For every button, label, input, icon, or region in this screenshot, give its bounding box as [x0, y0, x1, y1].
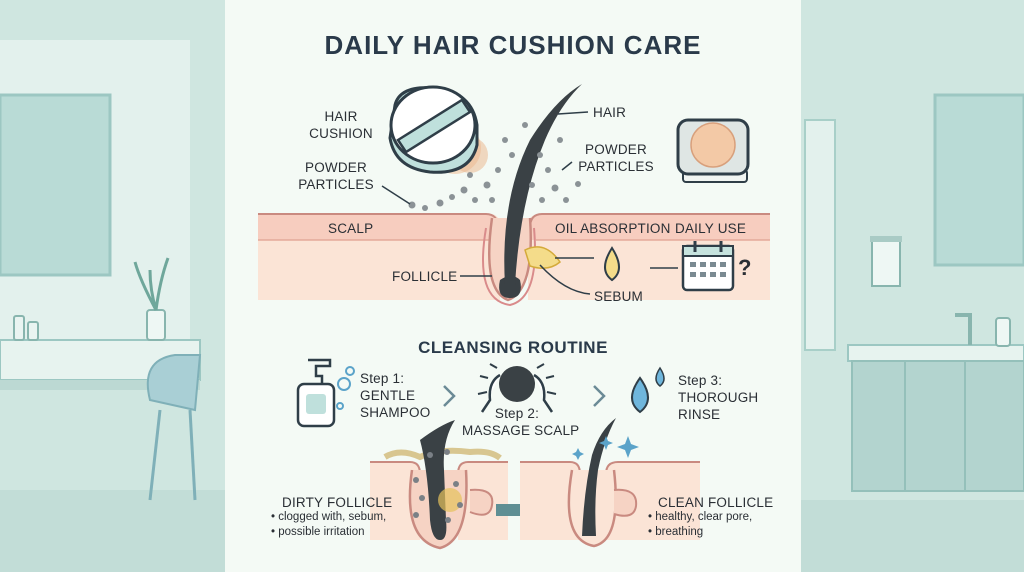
powder-particles-right-label: POWDER PARTICLES [578, 142, 654, 174]
sparkle-icon [572, 436, 639, 460]
question-mark: ? [738, 255, 752, 280]
clean-follicle-diagram [520, 418, 700, 548]
powder-particles [408, 122, 581, 211]
clean-follicle-bullet: • healthy, clear pore, [648, 511, 753, 523]
background-room-right [800, 0, 1024, 572]
calendar-icon [681, 241, 735, 292]
chevron-right-icon [443, 385, 456, 407]
clean-follicle-title: CLEAN FOLLICLE [658, 495, 774, 510]
step-3-label: Step 3: THOROUGH RINSE [678, 373, 759, 422]
hair-cushion-label: HAIR CUSHION [309, 109, 373, 141]
routine-title: CLEANSING ROUTINE [418, 338, 608, 357]
step-2-label: Step 2: MASSAGE SCALP [462, 406, 580, 438]
scalp-label: SCALP [328, 221, 374, 236]
water-drop-icon [631, 366, 665, 414]
cushion-puff-icon [388, 85, 488, 174]
background-room-left [0, 0, 225, 572]
powder-particles-left-label: POWDER PARTICLES [298, 160, 374, 192]
hair-strand [504, 84, 582, 285]
water-drop-icon [604, 246, 620, 282]
dirty-follicle-bullet: • possible irritation [271, 526, 365, 538]
oil-absorption-label: OIL ABSORPTION [555, 221, 671, 236]
step-1-label: Step 1: GENTLE SHAMPOO [360, 371, 431, 420]
sebum-label: SEBUM [594, 289, 644, 304]
page-title: DAILY HAIR CUSHION CARE [324, 30, 702, 60]
dirty-follicle-diagram [370, 420, 508, 550]
leader-lines [381, 111, 678, 295]
chevron-right-icon [593, 385, 606, 407]
shampoo-bottle-icon [296, 358, 355, 428]
hair-label: HAIR [593, 105, 627, 120]
compact-icon [676, 118, 750, 183]
dirty-follicle-title: DIRTY FOLLICLE [282, 495, 393, 510]
dirty-follicle-bullet: • clogged with, sebum, [271, 511, 387, 523]
daily-use-label: DAILY USE [675, 221, 747, 236]
massage-hands-icon [477, 363, 557, 413]
sebum-gland [524, 246, 562, 269]
follicle-label: FOLLICLE [392, 269, 458, 284]
clean-follicle-bullet: • breathing [648, 526, 704, 538]
